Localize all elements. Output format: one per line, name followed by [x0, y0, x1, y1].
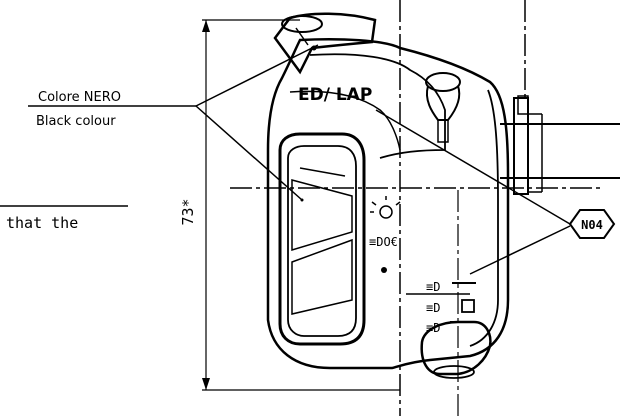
callout-text: N04: [581, 218, 603, 232]
note-text: that the: [6, 214, 78, 232]
sun-lamp-icon: [370, 196, 401, 219]
colour-label-english: Black colour: [36, 114, 116, 129]
note-fragment: that the: [0, 205, 128, 232]
joystick-knob: [425, 72, 461, 143]
handlebar-tube: [500, 95, 620, 195]
svg-text:≡D: ≡D: [426, 321, 440, 335]
dimension-73: [202, 19, 400, 391]
dimension-text: 73*: [179, 198, 197, 225]
lower-push-button: [420, 320, 492, 379]
low-beam-icon: ≡D: [426, 280, 476, 294]
svg-text:≡DO€: ≡DO€: [369, 235, 398, 249]
svg-text:≡D: ≡D: [426, 301, 440, 315]
indicator-dot: [381, 267, 387, 273]
rocker-switch: [278, 132, 366, 346]
parking-lamp-icon: ≡DO€: [369, 235, 398, 249]
svg-text:≡D: ≡D: [426, 280, 440, 294]
flash-lamp-icon: ≡D: [426, 321, 476, 335]
callout-n04: N04: [375, 109, 616, 275]
lamp-marking: ED/ LAP: [298, 85, 372, 105]
switch-housing: [266, 38, 510, 370]
colour-label-italian: Colore NERO: [38, 90, 121, 105]
colour-label: Colore NERO Black colour: [28, 44, 319, 201]
high-beam-icon: ≡D: [426, 299, 475, 315]
